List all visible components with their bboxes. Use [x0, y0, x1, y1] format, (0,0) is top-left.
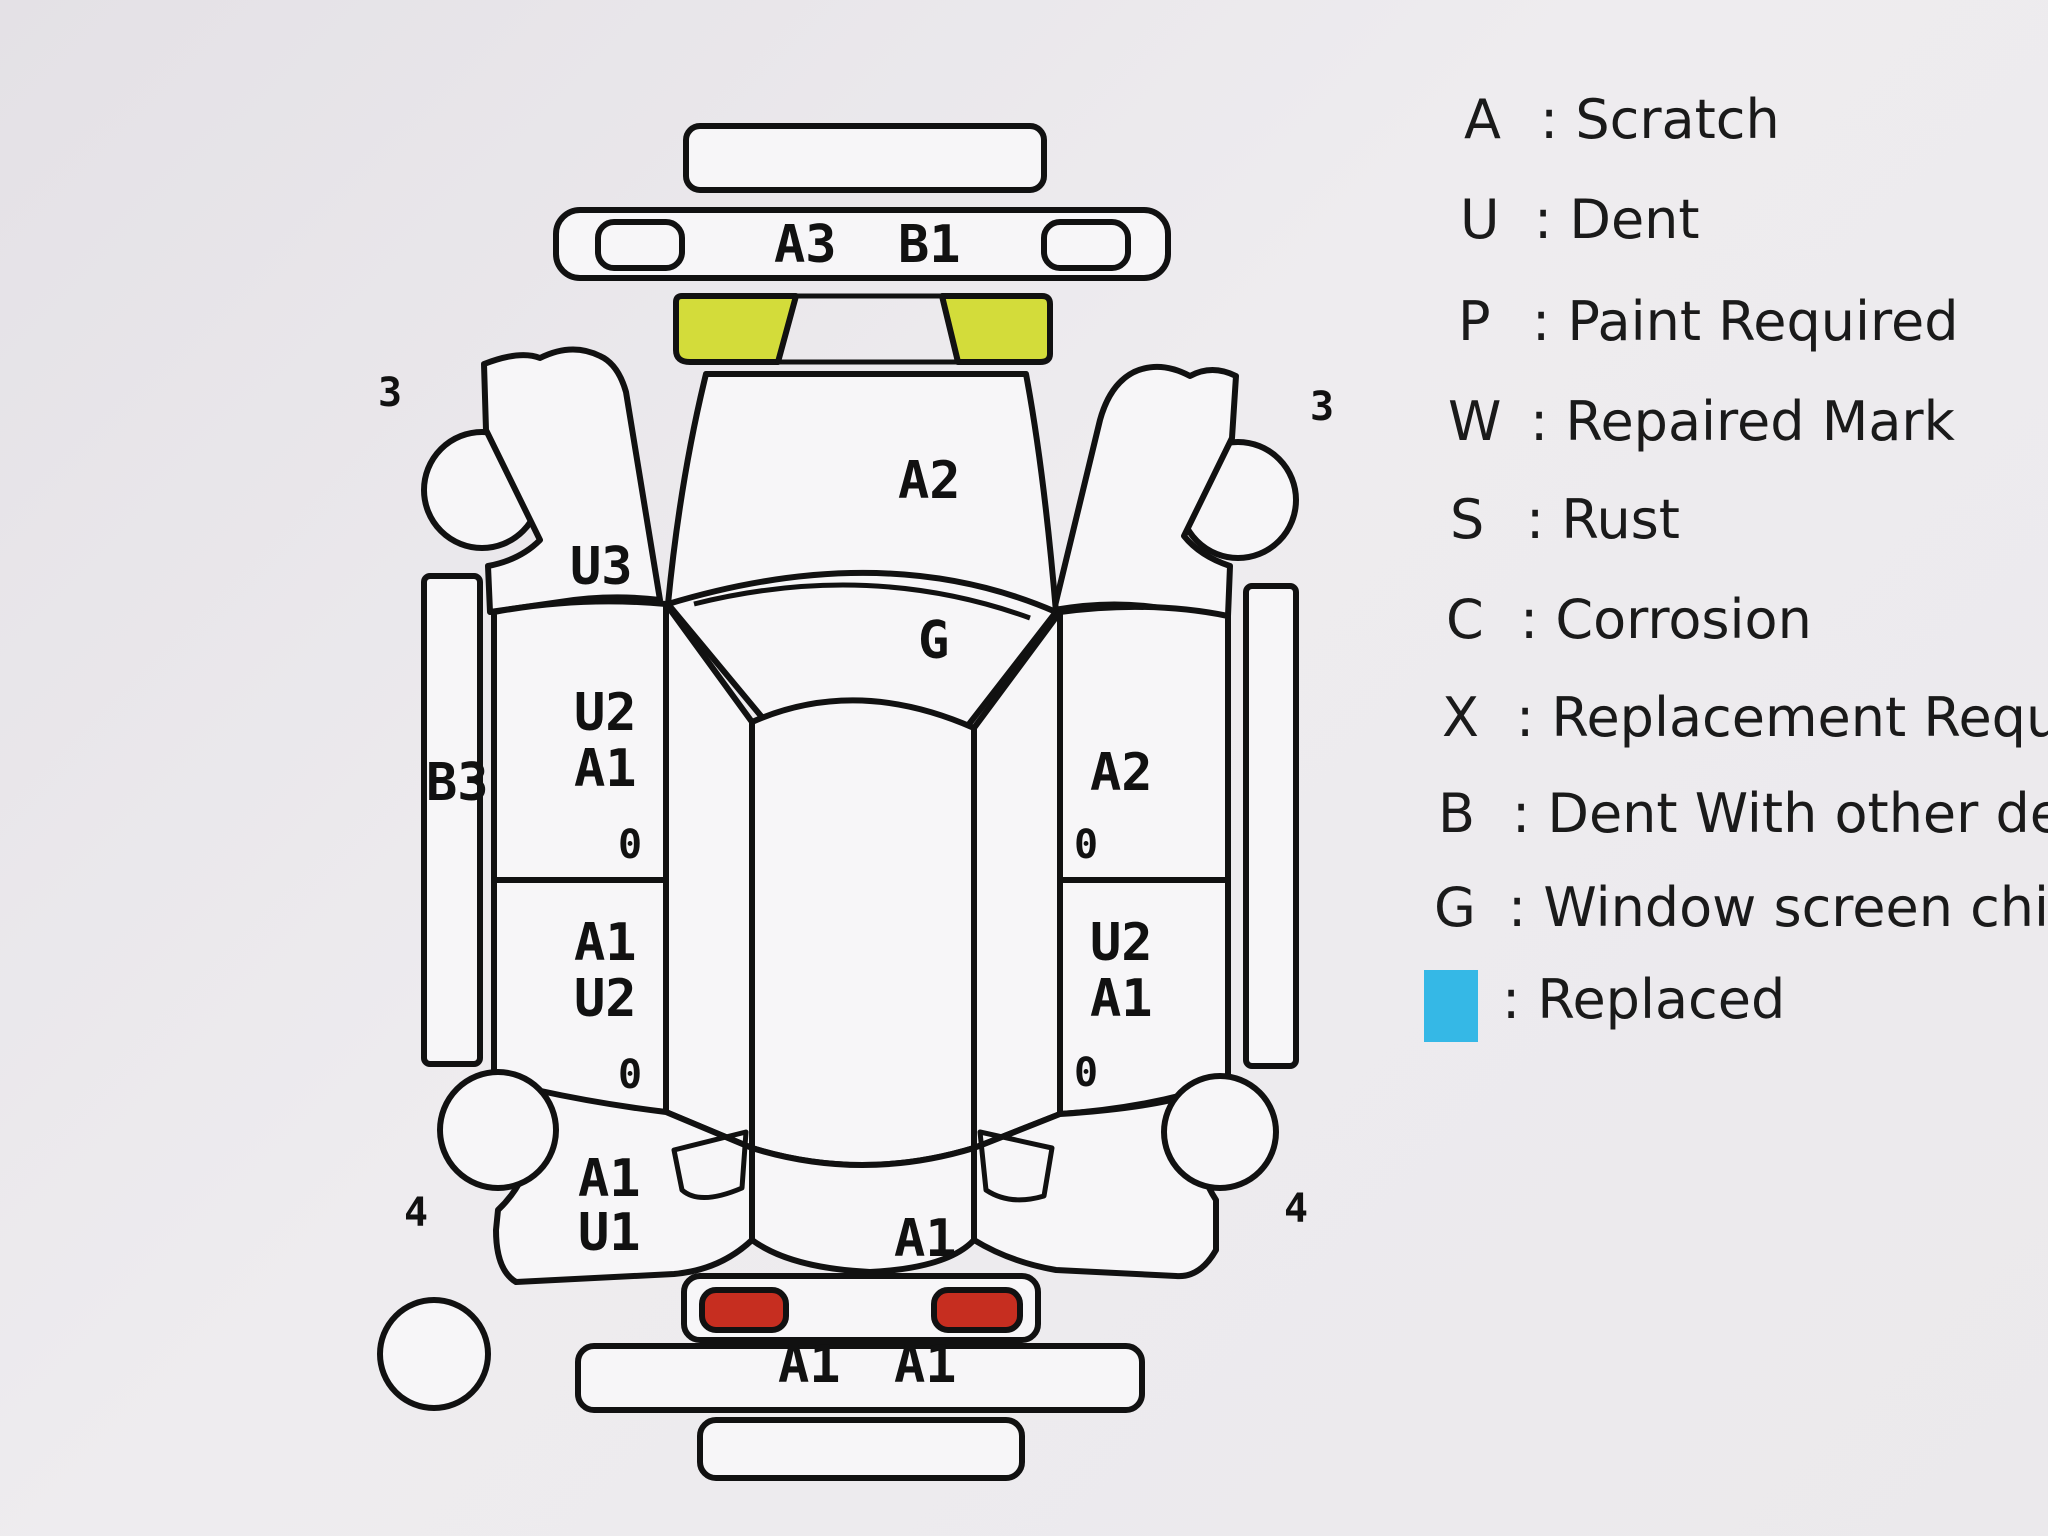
- sill-left: [421, 573, 483, 1067]
- label-left-fender: U3: [570, 537, 633, 597]
- label-wheel-rear-right: 4: [1284, 1186, 1308, 1232]
- label-trunk: A1: [894, 1209, 957, 1269]
- legend-code-replacement: X: [1442, 686, 1479, 749]
- legend-code-corrosion: C: [1446, 588, 1484, 651]
- headlight-left: [673, 293, 799, 365]
- quarter-left: [493, 1087, 755, 1285]
- label-windshield: G: [918, 611, 949, 671]
- front-bumper: [553, 207, 1171, 281]
- front-panel-center: [775, 293, 961, 365]
- legend-code-dent: U: [1460, 188, 1500, 251]
- label-front-bumper-a3: A3: [774, 215, 837, 275]
- wheel-rear-left: [437, 1069, 559, 1191]
- rear-bumper: [575, 1343, 1145, 1413]
- label-left-front-door-3: 0: [618, 822, 642, 868]
- windshield-inner: [693, 582, 1031, 621]
- label-wheel-front-left: 3: [378, 370, 402, 416]
- fog-lamp-right: [1041, 219, 1131, 271]
- label-left-front-door-2: A1: [574, 739, 637, 799]
- taillight-left: [699, 1287, 789, 1333]
- label-right-rear-door-3: 0: [1074, 1050, 1098, 1096]
- legend-desc-replaced: : Replaced: [1502, 968, 1785, 1031]
- roof: [749, 697, 977, 1168]
- trunk: [749, 1145, 977, 1275]
- label-right-rear-door-2: A1: [1090, 969, 1153, 1029]
- label-wheel-front-right: 3: [1310, 384, 1334, 430]
- legend-code-window-chip: G: [1434, 876, 1476, 939]
- fender-front-left: [481, 346, 663, 615]
- fender-front-right: [1051, 363, 1239, 619]
- right-quarter-glass: [977, 1129, 1055, 1203]
- quarter-right: [971, 1091, 1219, 1280]
- label-left-rear-door-3: 0: [618, 1052, 642, 1098]
- spare-wheel: [377, 1297, 491, 1411]
- legend-desc-scratch: : Scratch: [1540, 88, 1780, 151]
- legend-code-rust: S: [1450, 488, 1484, 551]
- label-left-rear-door-2: U2: [574, 969, 637, 1029]
- legend-desc-window-chip: : Window screen chip: [1508, 876, 2048, 939]
- sill-right: [1243, 583, 1299, 1069]
- label-right-front-door-1: A2: [1090, 743, 1153, 803]
- wheel-rear-right: [1161, 1073, 1279, 1191]
- legend-desc-replacement: : Replacement Requir: [1516, 686, 2048, 749]
- fog-lamp-left: [595, 219, 685, 271]
- door-front-right: [1057, 603, 1231, 883]
- label-rear-bumper-2: A1: [894, 1335, 957, 1395]
- legend-desc-dent: : Dent: [1534, 188, 1700, 251]
- label-hood: A2: [898, 451, 961, 511]
- label-left-quarter-1: A1: [578, 1149, 641, 1209]
- label-front-bumper-b1: B1: [898, 215, 961, 275]
- legend-code-scratch: A: [1464, 88, 1501, 151]
- legend-desc-corrosion: : Corrosion: [1520, 588, 1812, 651]
- label-rear-bumper-1: A1: [778, 1335, 841, 1395]
- legend-code-paint: P: [1458, 290, 1491, 353]
- legend: A : Scratch U : Dent P : Paint Required …: [1424, 88, 2048, 1042]
- legend-replaced-swatch: [1424, 970, 1478, 1042]
- left-quarter-glass: [671, 1129, 749, 1201]
- front-grille-panel: [683, 123, 1047, 193]
- legend-desc-dent-other: : Dent With other defe: [1512, 782, 2048, 845]
- label-wheel-rear-left: 4: [404, 1190, 428, 1236]
- label-right-rear-door-1: U2: [1090, 913, 1153, 973]
- taillight-right: [931, 1287, 1023, 1333]
- legend-desc-rust: : Rust: [1526, 488, 1680, 551]
- label-right-front-door-2: 0: [1074, 822, 1098, 868]
- legend-desc-repaired: : Repaired Mark: [1530, 390, 1956, 453]
- headlight-right: [939, 293, 1053, 365]
- label-left-front-door-1: U2: [574, 683, 637, 743]
- legend-code-repaired: W: [1448, 390, 1501, 453]
- legend-desc-paint: : Paint Required: [1532, 290, 1959, 353]
- label-left-quarter-2: U1: [578, 1203, 641, 1263]
- legend-code-dent-other: B: [1438, 782, 1475, 845]
- label-left-sill: B3: [426, 753, 489, 813]
- label-left-rear-door-1: A1: [574, 913, 637, 973]
- rear-bumper-lower: [697, 1417, 1025, 1481]
